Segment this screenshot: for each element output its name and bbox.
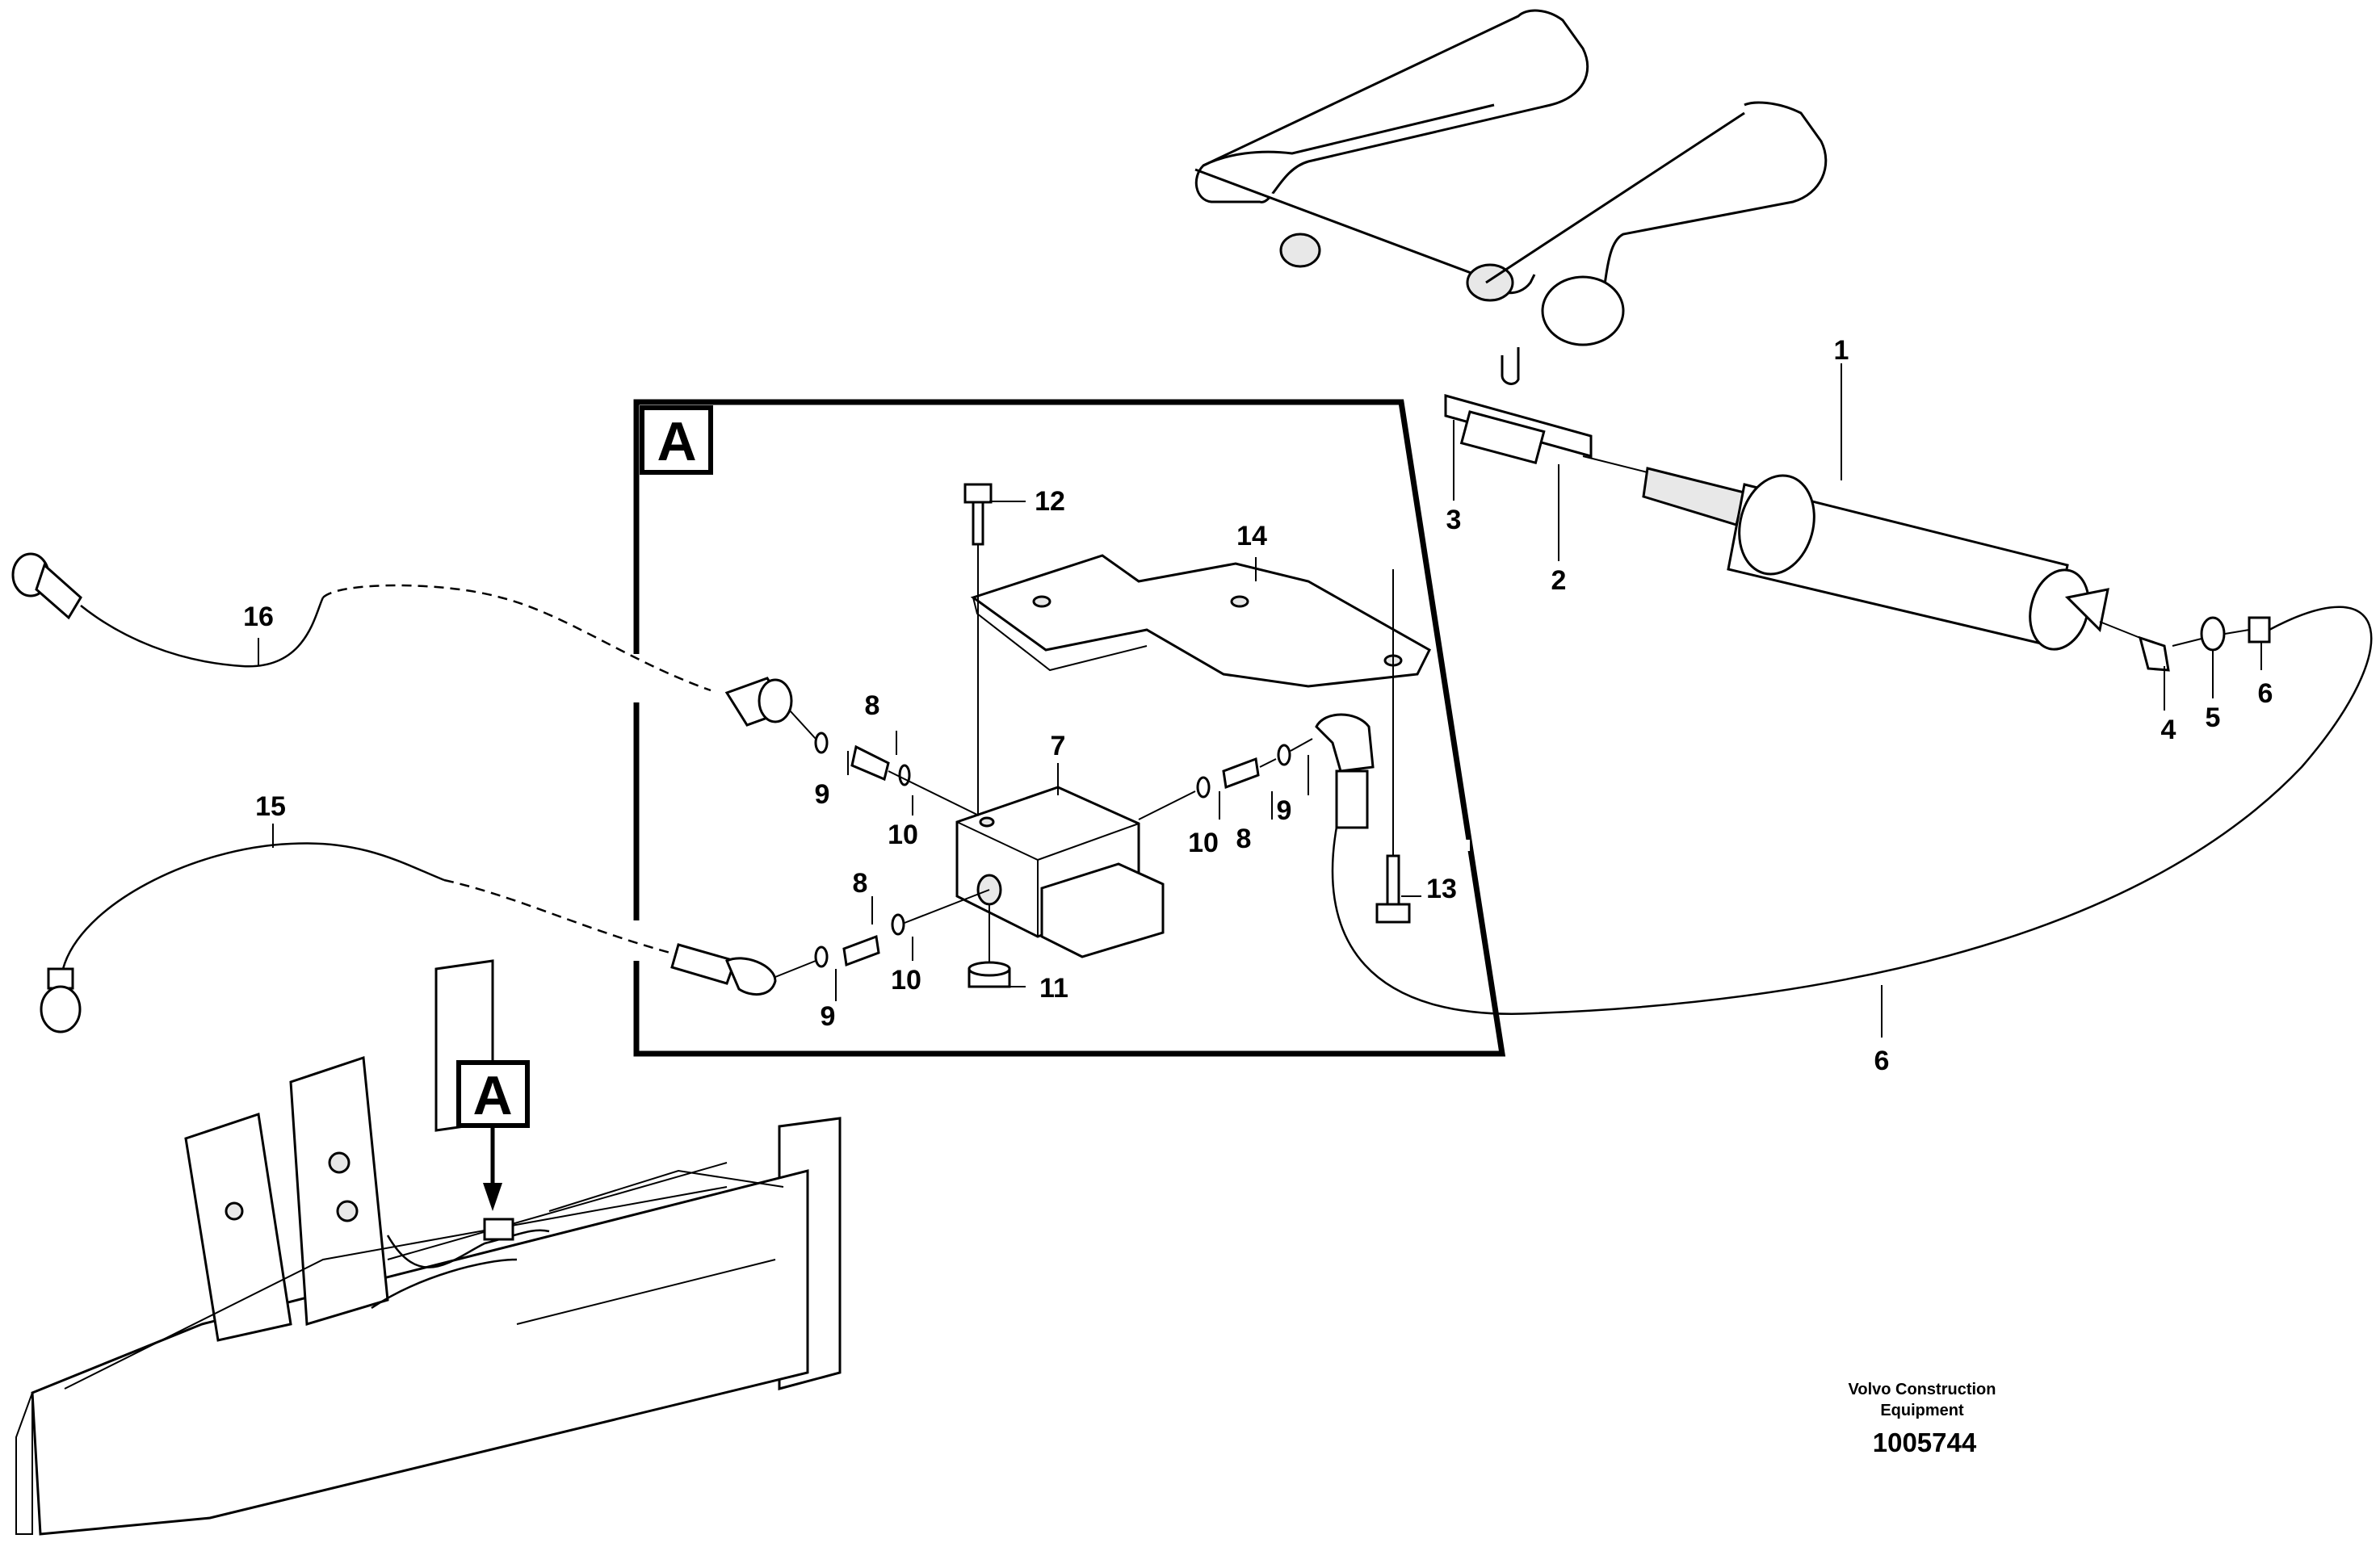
lower-left-fittings	[670, 889, 990, 996]
hose-16	[11, 552, 711, 692]
callout-14: 14	[1236, 521, 1267, 551]
credit-line-2: Equipment	[1880, 1402, 1964, 1419]
callout-8-lower: 8	[853, 868, 868, 899]
callout-9-lower: 9	[821, 1001, 836, 1032]
hose-6	[1331, 606, 2373, 1015]
detail-box-a: A	[632, 399, 1506, 1057]
callout-10-lower: 10	[891, 965, 921, 996]
callout-3: 3	[1446, 505, 1462, 535]
callout-6-upper: 6	[2258, 678, 2273, 709]
valve-block-7	[955, 786, 1165, 958]
detail-box-label: A	[657, 411, 696, 472]
machine-frame	[15, 959, 842, 1536]
document-number: 1005744	[1873, 1428, 1977, 1457]
callout-4: 4	[2161, 715, 2176, 745]
nut-11	[968, 904, 1011, 988]
callout-1: 1	[1834, 335, 1849, 366]
credit-block: Volvo Construction Equipment 1005744	[1849, 1381, 1996, 1457]
callout-10-upper: 10	[888, 820, 918, 850]
bolt-12	[963, 483, 993, 824]
callout-10-right: 10	[1188, 828, 1219, 858]
callout-9-right: 9	[1277, 795, 1292, 826]
callout-15: 15	[255, 791, 286, 822]
cylinder-assembly	[1444, 394, 2271, 672]
callout-7: 7	[1051, 731, 1066, 761]
callout-labels: 1 2 3 4 5 6 6 7 8 8 8 9 9 9 10 10 10 11 …	[243, 335, 2273, 1076]
hose-15	[40, 842, 671, 1033]
frame-label-a: A	[456, 1060, 530, 1211]
callout-13: 13	[1426, 874, 1457, 904]
upper-left-fittings	[724, 677, 980, 816]
callout-9-upper: 9	[815, 779, 830, 810]
callout-6-lower: 6	[1874, 1046, 1890, 1076]
credit-line-1: Volvo Construction	[1849, 1381, 1996, 1398]
bolt-13	[1375, 569, 1411, 924]
leader-lines	[258, 363, 2262, 1038]
bracket-14	[970, 554, 1431, 688]
frame-label-text: A	[472, 1065, 512, 1126]
callout-8-upper: 8	[865, 690, 880, 721]
pedal-assembly	[1194, 9, 1828, 385]
callout-11: 11	[1039, 973, 1068, 1004]
callout-12: 12	[1035, 486, 1065, 517]
callout-16: 16	[243, 602, 274, 632]
callout-2: 2	[1551, 565, 1567, 596]
right-fittings	[1138, 713, 1375, 829]
callout-5: 5	[2206, 702, 2221, 733]
callout-8-right: 8	[1236, 824, 1252, 854]
